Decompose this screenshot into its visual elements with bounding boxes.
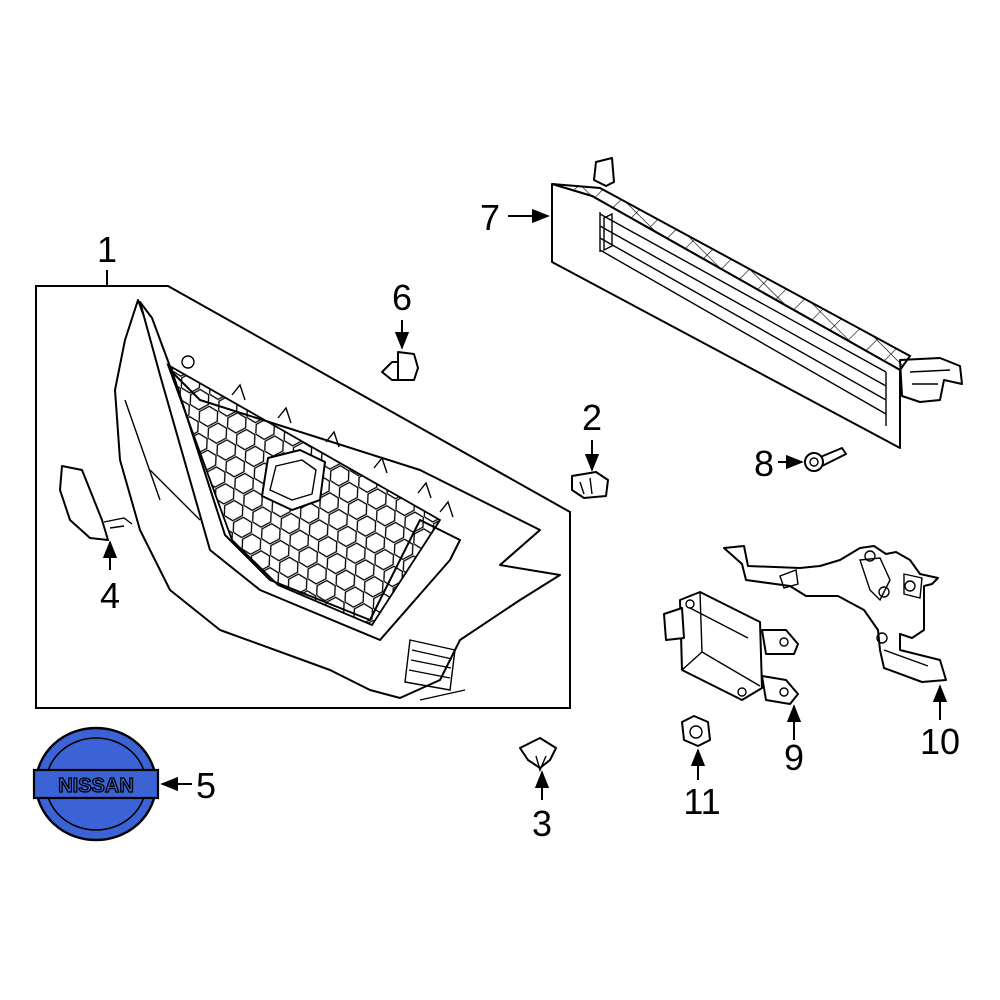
label-3: 3 bbox=[532, 803, 552, 844]
air-guide: 7 bbox=[480, 157, 963, 449]
label-1: 1 bbox=[97, 229, 117, 270]
grille-lower-vents bbox=[124, 399, 466, 701]
label-2: 2 bbox=[582, 397, 602, 438]
label-5: 5 bbox=[196, 765, 216, 806]
label-4: 4 bbox=[100, 575, 120, 616]
label-9: 9 bbox=[784, 737, 804, 778]
push-clip: 6 bbox=[381, 277, 419, 381]
tow-hook-cover: 4 bbox=[59, 465, 133, 616]
radar-sensor: 9 bbox=[663, 591, 804, 778]
retainer: 2 bbox=[571, 397, 609, 499]
bolt: 8 bbox=[754, 443, 847, 484]
nut: 11 bbox=[681, 715, 721, 822]
label-6: 6 bbox=[392, 277, 412, 318]
emblem-mount bbox=[261, 449, 326, 511]
clip: 3 bbox=[519, 737, 557, 844]
emblem: NISSAN 5 bbox=[32, 726, 216, 842]
grille-tabs bbox=[181, 355, 454, 518]
emblem-text: NISSAN bbox=[58, 775, 134, 797]
grille-assembly: 1 bbox=[35, 229, 571, 709]
grille-frame-box bbox=[35, 285, 571, 709]
label-8: 8 bbox=[754, 443, 774, 484]
label-7: 7 bbox=[480, 197, 500, 238]
radar-bracket: 10 bbox=[723, 545, 960, 762]
label-10: 10 bbox=[920, 721, 960, 762]
label-11: 11 bbox=[683, 781, 720, 822]
air-guide-front bbox=[551, 183, 901, 449]
